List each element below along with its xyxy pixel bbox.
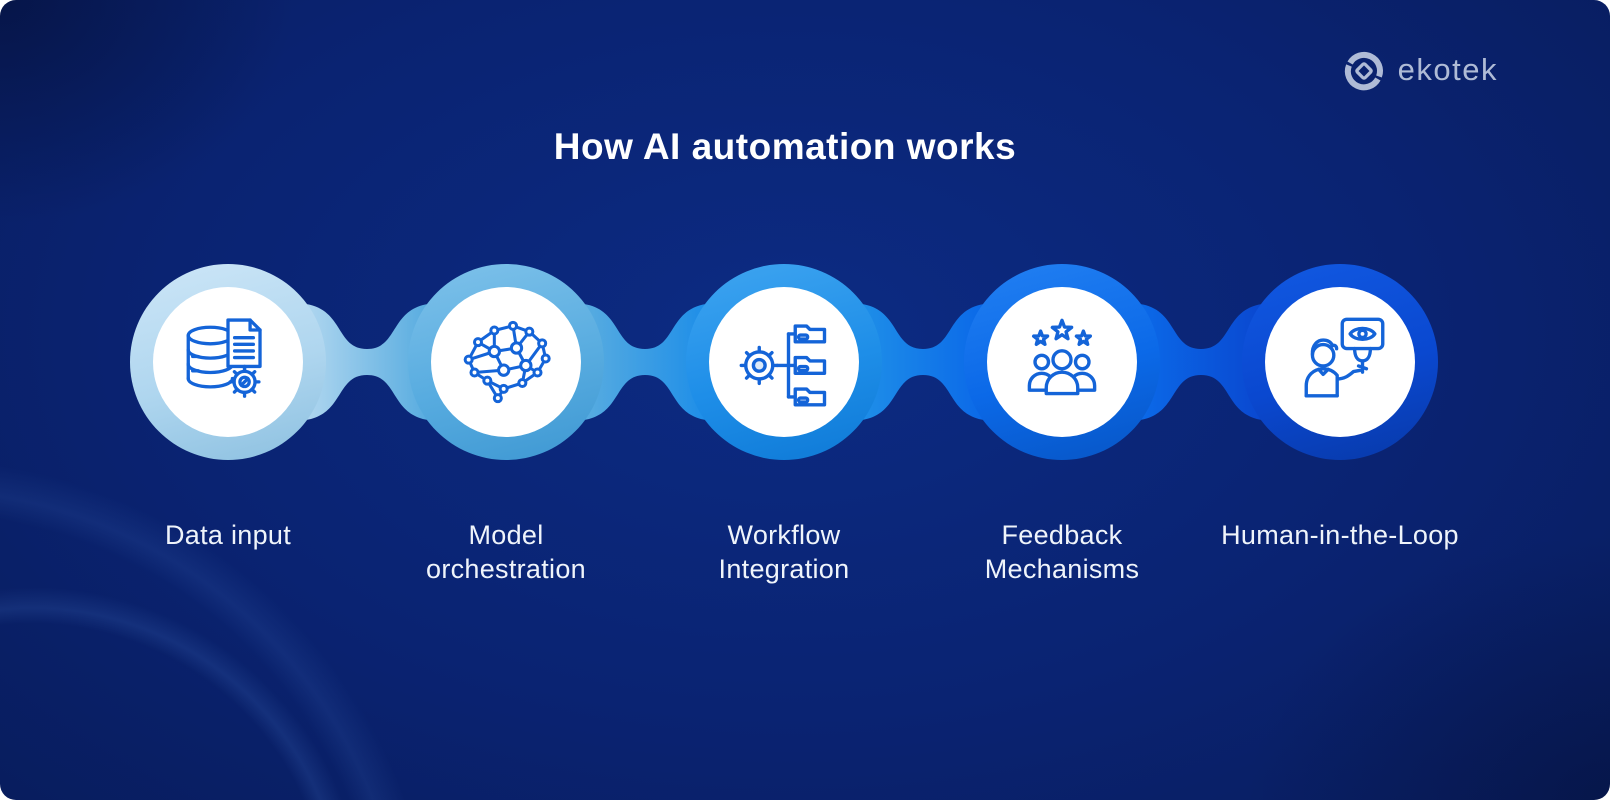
people-stars-icon (1027, 318, 1097, 396)
step-label-line: Data input (164, 520, 292, 550)
step-label-line: Integration (718, 554, 850, 584)
step-circle-inner (153, 287, 303, 437)
step-label-line: Workflow (727, 520, 841, 550)
step-circle-model-orchestration (408, 264, 604, 460)
connector-3-4 (862, 304, 984, 420)
step-label: Feedback Mechanisms (912, 518, 1212, 586)
connector-1-2 (306, 304, 428, 420)
ekotek-logo-icon (1344, 51, 1383, 91)
step-label-line: Feedback (1001, 520, 1123, 550)
step-circle-inner (709, 287, 859, 437)
step-circle-inner (1265, 287, 1415, 437)
person-eye-sign-icon (1304, 317, 1385, 398)
brand-name: ekotek (1397, 51, 1498, 87)
step-label-line: Model (468, 520, 544, 550)
step-circle-feedback-mechanisms (964, 264, 1160, 460)
brand-logo: ekotek (1341, 48, 1498, 94)
step-circle-data-input (130, 264, 326, 460)
page-title: How AI automation works (553, 126, 1017, 167)
step-label: Human-in-the-Loop (1190, 518, 1490, 552)
step-label-line: Mechanisms (984, 554, 1140, 584)
step-label: Data input (78, 518, 378, 552)
neural-network-brain-icon (463, 320, 551, 404)
step-circle-human-in-the-loop (1242, 264, 1438, 460)
gear-folders-icon (739, 324, 827, 407)
step-label: Model orchestration (356, 518, 656, 586)
step-circle-inner (987, 287, 1137, 437)
connector-4-5 (1140, 304, 1262, 420)
connector-2-3 (584, 304, 706, 420)
step-label-line: orchestration (426, 554, 586, 584)
step-circle-workflow-integration (686, 264, 882, 460)
step-circle-inner (431, 287, 581, 437)
step-label: Workflow Integration (634, 518, 934, 586)
step-label-line: Human-in-the-Loop (1221, 520, 1459, 550)
database-document-gear-icon (186, 318, 262, 398)
